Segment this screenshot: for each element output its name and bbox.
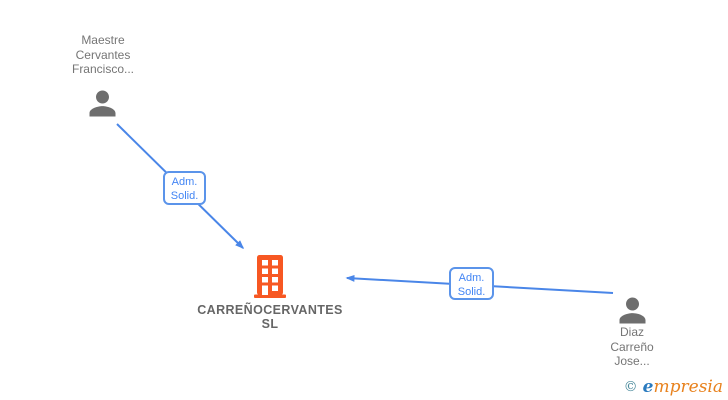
- building-icon: [253, 255, 287, 304]
- person-icon: [613, 291, 652, 335]
- edge-label-badge-adm-solid-1[interactable]: Adm. Solid.: [163, 171, 206, 205]
- person-name-label: Diaz Carreño Jose...: [610, 325, 654, 368]
- empresia-logo: ©empresia: [623, 377, 723, 397]
- copyright-icon: ©: [623, 379, 638, 395]
- person-name-label: Maestre Cervantes Francisco...: [71, 33, 134, 76]
- edge-label-badge-adm-solid-2[interactable]: Adm. Solid.: [449, 267, 494, 300]
- node-company-carrenocervantes[interactable]: CARREÑOCERVANTES SL: [190, 255, 350, 333]
- node-person-maestre[interactable]: Maestre Cervantes Francisco...: [57, 33, 149, 123]
- person-icon: [83, 84, 122, 128]
- node-person-diaz[interactable]: Diaz Carreño Jose...: [601, 291, 663, 381]
- company-name-label: CARREÑOCERVANTES SL: [197, 303, 343, 331]
